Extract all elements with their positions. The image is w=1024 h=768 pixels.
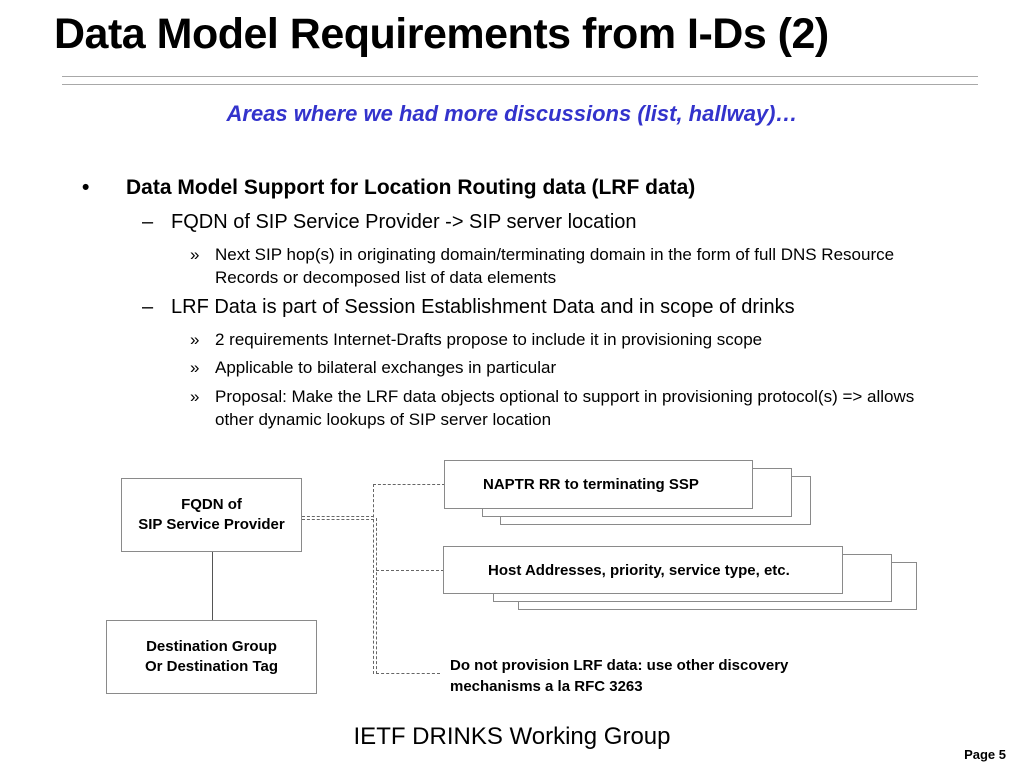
- naptr-label: NAPTR RR to terminating SSP: [483, 476, 699, 493]
- connector-dashed-vertical: [373, 484, 374, 674]
- bullet-text: 2 requirements Internet-Drafts propose t…: [215, 330, 763, 349]
- destination-line2: Or Destination Tag: [144, 658, 279, 675]
- host-label: Host Addresses, priority, service type, …: [488, 561, 790, 579]
- discovery-note: Do not provision LRF data: use other dis…: [450, 657, 789, 695]
- destination-line1: Destination Group: [146, 638, 277, 655]
- bullet-text: Proposal: Make the LRF data objects opti…: [215, 387, 915, 429]
- bullet-marker: –: [142, 296, 154, 318]
- fqdn-box: FQDN of SIP Service Provider: [121, 478, 302, 552]
- connector-to-naptr: [373, 484, 445, 485]
- bullet-marker: –: [142, 211, 154, 233]
- bullet-text: Data Model Support for Location Routing …: [126, 176, 696, 199]
- host-box: Host Addresses, priority, service type, …: [443, 546, 843, 594]
- bullet-marker: »: [190, 387, 200, 406]
- bullet-text: Next SIP hop(s) in originating domain/te…: [215, 245, 895, 287]
- connector-dashed-horizontal: [302, 519, 374, 520]
- bullet-text: LRF Data is part of Session Establishmen…: [171, 296, 795, 318]
- naptr-box: NAPTR RR to terminating SSP: [444, 460, 753, 509]
- bullet-marker: »: [190, 358, 200, 377]
- connector-dashed-horizontal: [302, 516, 374, 517]
- footer-text: IETF DRINKS Working Group: [353, 723, 671, 750]
- title-rule-bottom: [62, 84, 978, 85]
- connector-to-host: [376, 570, 444, 571]
- connector-to-note: [376, 673, 440, 674]
- bullet-marker: »: [190, 330, 200, 349]
- page-number: Page 5: [964, 747, 1006, 762]
- bullet-marker: »: [190, 245, 200, 264]
- slide-title: Data Model Requirements from I-Ds (2): [54, 10, 829, 58]
- fqdn-to-destination-line: [212, 552, 213, 620]
- fqdn-line2: SIP Service Provider: [138, 516, 285, 533]
- slide-subtitle: Areas where we had more discussions (lis…: [226, 101, 798, 126]
- destination-box: Destination Group Or Destination Tag: [106, 620, 317, 694]
- bullet-text: FQDN of SIP Service Provider -> SIP serv…: [171, 211, 637, 233]
- title-rule-top: [62, 76, 978, 77]
- connector-dashed-vertical: [376, 518, 377, 674]
- bullet-text: Applicable to bilateral exchanges in par…: [215, 358, 557, 377]
- bullet-marker: •: [82, 176, 90, 199]
- fqdn-line1: FQDN of: [181, 496, 242, 513]
